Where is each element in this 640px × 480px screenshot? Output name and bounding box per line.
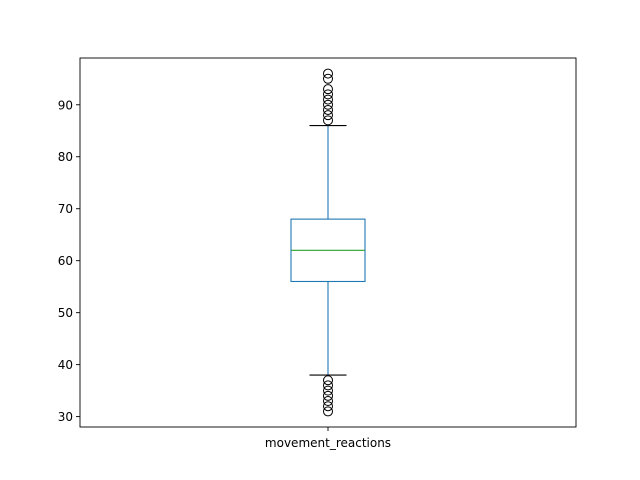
outlier-point xyxy=(323,84,333,95)
y-tick-label: 30 xyxy=(58,410,73,424)
outlier-point xyxy=(323,380,333,391)
axes-frame xyxy=(79,57,577,428)
outlier-point xyxy=(323,68,333,79)
outlier-point xyxy=(323,99,333,110)
outlier-point xyxy=(323,104,333,115)
plot-area xyxy=(290,68,366,417)
x-tick-label: movement_reactions xyxy=(265,436,391,450)
outlier-point xyxy=(323,375,333,386)
axes: movement_reactions 30 40 50 60 70 80 90 xyxy=(58,57,577,450)
outlier-point xyxy=(323,390,333,401)
outlier-point xyxy=(323,115,333,126)
outlier-point xyxy=(323,401,333,412)
y-tick-label: 40 xyxy=(58,358,73,372)
y-tick-label: 90 xyxy=(58,98,73,112)
outlier-point xyxy=(323,89,333,100)
y-tick-label: 60 xyxy=(58,254,73,268)
y-tick-label: 70 xyxy=(58,202,73,216)
outlier-point xyxy=(323,396,333,407)
y-tick-label: 50 xyxy=(58,306,73,320)
outlier-point xyxy=(323,406,333,417)
outlier-point xyxy=(323,73,333,84)
outlier-point xyxy=(323,385,333,396)
y-tick-label: 80 xyxy=(58,150,73,164)
outlier-point xyxy=(323,94,333,105)
outlier-point xyxy=(323,110,333,121)
